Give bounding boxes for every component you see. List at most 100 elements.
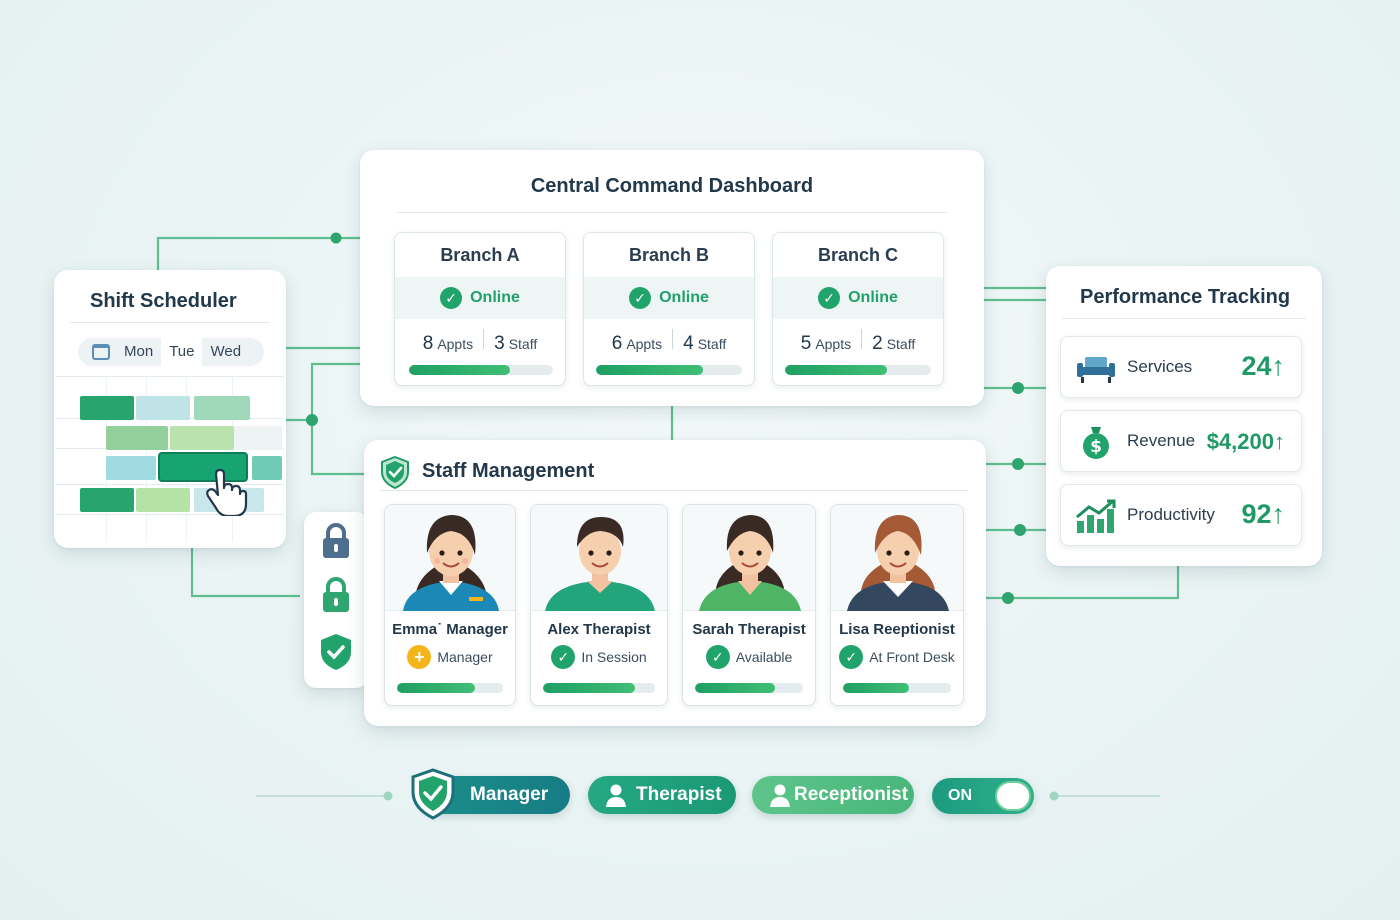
- schedule-grid[interactable]: [56, 376, 284, 542]
- staff-progress-bar: [695, 683, 803, 693]
- staff-card-sarah[interactable]: Sarah Therapist ✓ Available: [682, 504, 816, 706]
- branch-progress-bar: [785, 365, 931, 375]
- lock-icon[interactable]: [318, 576, 354, 616]
- staff-name: Alex Therapist: [547, 621, 651, 638]
- progress-fill: [596, 365, 703, 375]
- staff-card-alex[interactable]: Alex Therapist ✓ In Session: [530, 504, 668, 706]
- shift-block[interactable]: [80, 488, 134, 512]
- staff-card-lisa[interactable]: Lisa Reeptionist ✓ At Front Desk: [830, 504, 964, 706]
- metric-label: Revenue: [1127, 431, 1196, 450]
- metric-productivity[interactable]: Productivity 92↑: [1060, 484, 1302, 546]
- check-circle-icon: ✓: [818, 287, 841, 309]
- check-circle-icon: ✓: [839, 645, 864, 669]
- shift-block[interactable]: [106, 426, 168, 450]
- shift-scheduler-panel: Shift Scheduler Mon Tue Wed: [54, 270, 286, 548]
- metric-value: 92↑: [1241, 499, 1285, 529]
- female-avatar-icon: [403, 515, 499, 611]
- shield-check-icon: [411, 768, 455, 820]
- staff-label: Staff: [508, 336, 538, 352]
- shift-block[interactable]: [170, 426, 234, 450]
- metric-value: $4,200↑: [1206, 429, 1285, 454]
- central-dashboard-panel: Central Command Dashboard Branch A ✓ Onl…: [360, 150, 984, 406]
- metric-services[interactable]: Services 24↑: [1060, 336, 1302, 398]
- staff-count: 2: [872, 333, 883, 354]
- progress-fill: [397, 683, 476, 693]
- shift-block[interactable]: [136, 396, 190, 420]
- day-tab-wed[interactable]: Wed: [210, 343, 242, 360]
- check-circle-icon: ✓: [705, 645, 730, 669]
- branch-status: ✓ Online: [395, 277, 565, 319]
- role-therapist-label: Therapist: [636, 784, 722, 805]
- calendar-icon: [92, 344, 110, 360]
- staff-progress-bar: [843, 683, 951, 693]
- couch-icon: [1077, 357, 1115, 383]
- staff-divider: [380, 490, 968, 491]
- progress-fill: [695, 683, 775, 693]
- appts-label: Appts: [815, 336, 852, 352]
- security-strip: [304, 512, 368, 688]
- role-manager-label: Manager: [470, 784, 549, 805]
- staff-role-text: Available: [735, 649, 793, 665]
- metric-label: Services: [1127, 357, 1193, 376]
- appts-label: Appts: [626, 336, 663, 352]
- check-circle-icon: ✓: [551, 645, 576, 669]
- plus-circle-icon: +: [407, 645, 432, 669]
- day-tab-tue[interactable]: Tue: [161, 338, 203, 366]
- staff-count: 3: [494, 333, 505, 354]
- role-therapist-button[interactable]: Therapist: [588, 776, 736, 814]
- user-icon: [606, 784, 626, 807]
- staff-name: Sarah Therapist: [692, 621, 806, 638]
- branch-name: Branch A: [440, 245, 520, 265]
- staff-card-emma[interactable]: Emma˙ Manager + Manager: [384, 504, 516, 706]
- metric-label: Productivity: [1127, 505, 1215, 524]
- staff-role: ✓ At Front Desk: [831, 645, 963, 669]
- staff-role: ✓ In Session: [531, 645, 667, 669]
- scheduler-title: Shift Scheduler: [90, 290, 237, 312]
- shift-block[interactable]: [194, 396, 250, 420]
- on-off-toggle[interactable]: ON: [932, 778, 1034, 814]
- role-receptionist-label: Receptionist: [794, 784, 909, 805]
- shift-block-selected[interactable]: [158, 452, 248, 482]
- check-circle-icon: ✓: [629, 287, 652, 309]
- role-receptionist-button[interactable]: Receptionist: [752, 776, 914, 814]
- male-avatar-icon: [545, 517, 655, 611]
- shift-block[interactable]: [234, 426, 282, 450]
- scheduler-divider: [70, 322, 270, 323]
- avatar: [683, 505, 815, 611]
- shift-block[interactable]: [80, 396, 134, 420]
- shift-block[interactable]: [136, 488, 190, 512]
- branch-status-text: Online: [848, 289, 898, 306]
- progress-fill: [785, 365, 888, 375]
- branch-status: ✓ Online: [584, 277, 754, 319]
- staff-label: Staff: [697, 336, 727, 352]
- shield-check-icon[interactable]: [318, 632, 354, 672]
- day-tab-mon[interactable]: Mon: [124, 343, 154, 360]
- female-avatar-icon: [699, 515, 801, 611]
- female-avatar-icon: [847, 515, 949, 611]
- user-icon: [770, 784, 790, 807]
- dashboard-divider: [396, 212, 948, 213]
- avatar: [831, 505, 963, 611]
- lock-icon[interactable]: [318, 522, 354, 562]
- branch-name: Branch B: [628, 245, 709, 265]
- staff-role-text: In Session: [581, 649, 647, 665]
- hand-cursor-icon: [206, 468, 248, 516]
- metric-revenue[interactable]: $ Revenue $4,200↑: [1060, 410, 1302, 472]
- shift-block[interactable]: [252, 456, 282, 480]
- money-bag-icon: $: [1083, 427, 1109, 459]
- branch-status: ✓ Online: [773, 277, 943, 319]
- performance-divider: [1062, 318, 1306, 319]
- day-selector: Mon Tue Wed: [78, 338, 264, 366]
- performance-title: Performance Tracking: [1080, 286, 1291, 308]
- shift-block[interactable]: [106, 456, 156, 480]
- check-circle-icon: ✓: [440, 287, 463, 309]
- toggle-knob: [995, 781, 1031, 811]
- staff-title: Staff Management: [422, 460, 595, 482]
- appts-count: 8: [422, 333, 434, 354]
- avatar: [531, 505, 667, 611]
